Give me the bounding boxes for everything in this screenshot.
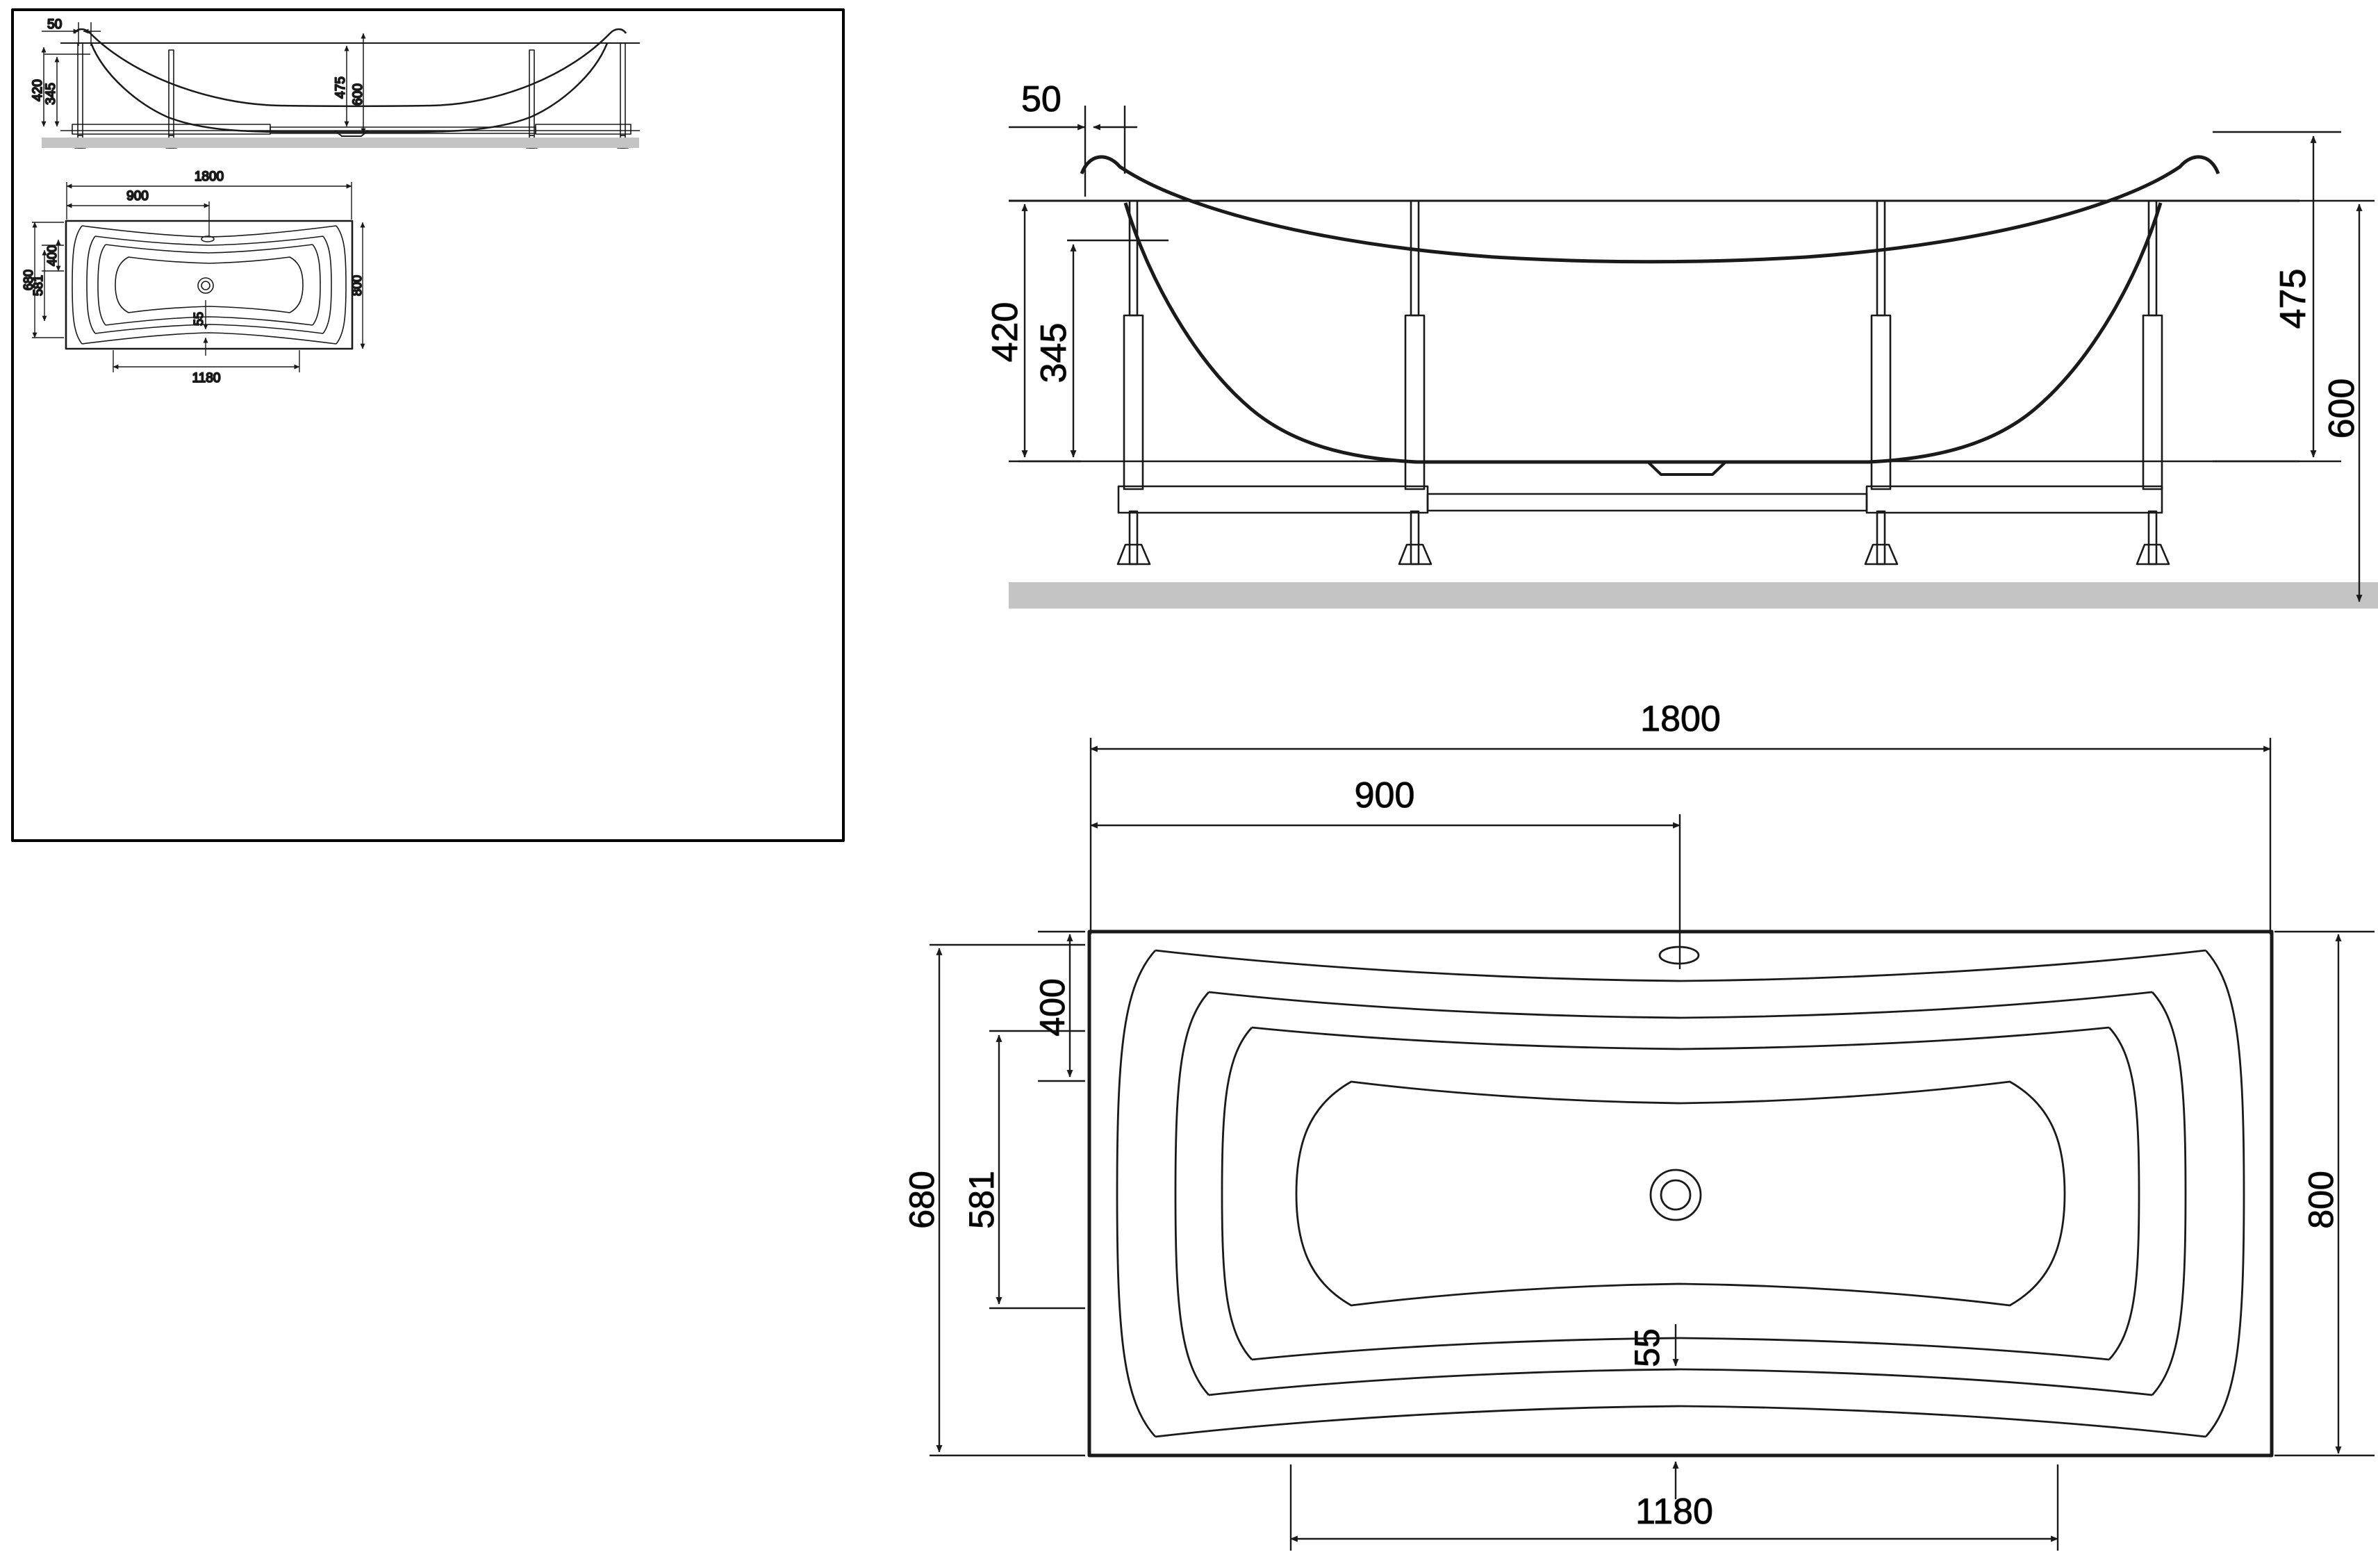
main-elevation-view: 50 420 345 475 600: [985, 79, 2378, 609]
elevation-floor-band: [1009, 582, 2378, 609]
elevation-frame-rail-right: [1865, 485, 2163, 514]
elevation-leg-3: [1864, 199, 1899, 566]
thumb-plan-contour-1: [72, 225, 347, 345]
thumb-plan-55-label: 55: [192, 312, 206, 326]
thumb-elev-420-label: 420: [31, 79, 45, 101]
plan-55-label: 55: [1628, 1328, 1667, 1367]
plan-800-label: 800: [2302, 1171, 2340, 1228]
plan-drain-inner-ring: [1660, 1179, 1692, 1211]
thumb-elev-345-label: 345: [44, 83, 58, 105]
thumb-drain-outer: [197, 277, 214, 294]
thumb-drain-inner: [201, 281, 210, 290]
thumb-plan-800-label: 800: [350, 275, 364, 296]
elevation-345-label: 345: [1034, 323, 1074, 383]
thumbnail-panel-border: [11, 8, 845, 842]
plan-1800-label: 1800: [1640, 699, 1721, 739]
elevation-600-label: 600: [2322, 379, 2362, 439]
elevation-leg-2: [1398, 199, 1432, 566]
plan-drain-outer-ring: [1649, 1169, 1702, 1221]
thumb-elev-600-label: 600: [351, 83, 365, 106]
thumb-plan-contour-3: [97, 244, 321, 326]
plan-dimension-lines: [930, 738, 2375, 1551]
plan-1180-label: 1180: [1635, 1492, 1713, 1532]
elevation-leg-4: [2136, 199, 2170, 566]
plan-581-label: 581: [962, 1171, 1001, 1228]
thumb-plan-1180-label: 1180: [192, 371, 221, 386]
elevation-drain-notch: [1646, 460, 1728, 476]
elevation-rim-outer-curve: [1080, 155, 2220, 264]
elevation-475-label: 475: [2273, 269, 2313, 329]
thumb-plan-900-label: 900: [126, 189, 149, 204]
elevation-dimension-lines: [1009, 106, 2375, 602]
plan-680-label: 680: [902, 1171, 941, 1228]
plan-contour-2: [1174, 991, 2187, 1396]
thumb-floor-band: [42, 138, 639, 148]
elevation-legs-group: [1116, 199, 2170, 566]
elevation-420-label: 420: [985, 302, 1025, 363]
thumb-plan-dimension-lines: [32, 182, 365, 372]
plan-contour-1: [1116, 949, 2245, 1438]
elevation-50-label: 50: [1021, 79, 1062, 119]
thumb-elev-dimension-lines: [41, 22, 366, 134]
main-plan-view: 1800 900 400 581 680 800 55 1180: [902, 699, 2375, 1551]
thumbnail-elevation-view: 50 420 345 475 600: [30, 17, 640, 149]
thumb-plan-1800-label: 1800: [195, 170, 224, 184]
thumb-overflow-hole: [201, 236, 215, 242]
thumbnail-plan-view: 1800 900 400 581 680 800 55 1180: [21, 169, 365, 386]
thumb-plan-680-label: 680: [22, 270, 35, 290]
elevation-leg-1: [1116, 199, 1151, 566]
thumb-plan-400-label: 400: [45, 245, 59, 266]
thumb-plan-581-label: 581: [31, 275, 45, 296]
thumbnail-preview-panel: 50 420 345 475 600: [11, 8, 845, 842]
thumb-frame-rail-right: [535, 124, 631, 135]
thumb-rim-outer: [73, 28, 627, 107]
plan-contour-3: [1221, 1026, 2140, 1361]
thumb-basin-profile: [90, 42, 609, 133]
thumb-plan-contour-4: [115, 256, 304, 313]
plan-900-label: 900: [1355, 775, 1415, 816]
plan-contour-4-basin-floor: [1295, 1080, 2066, 1307]
thumb-elev-50-label: 50: [47, 17, 62, 32]
plan-400-label: 400: [1033, 978, 1072, 1036]
thumb-elev-475-label: 475: [333, 76, 348, 99]
thumb-plan-contour-2: [86, 236, 332, 334]
